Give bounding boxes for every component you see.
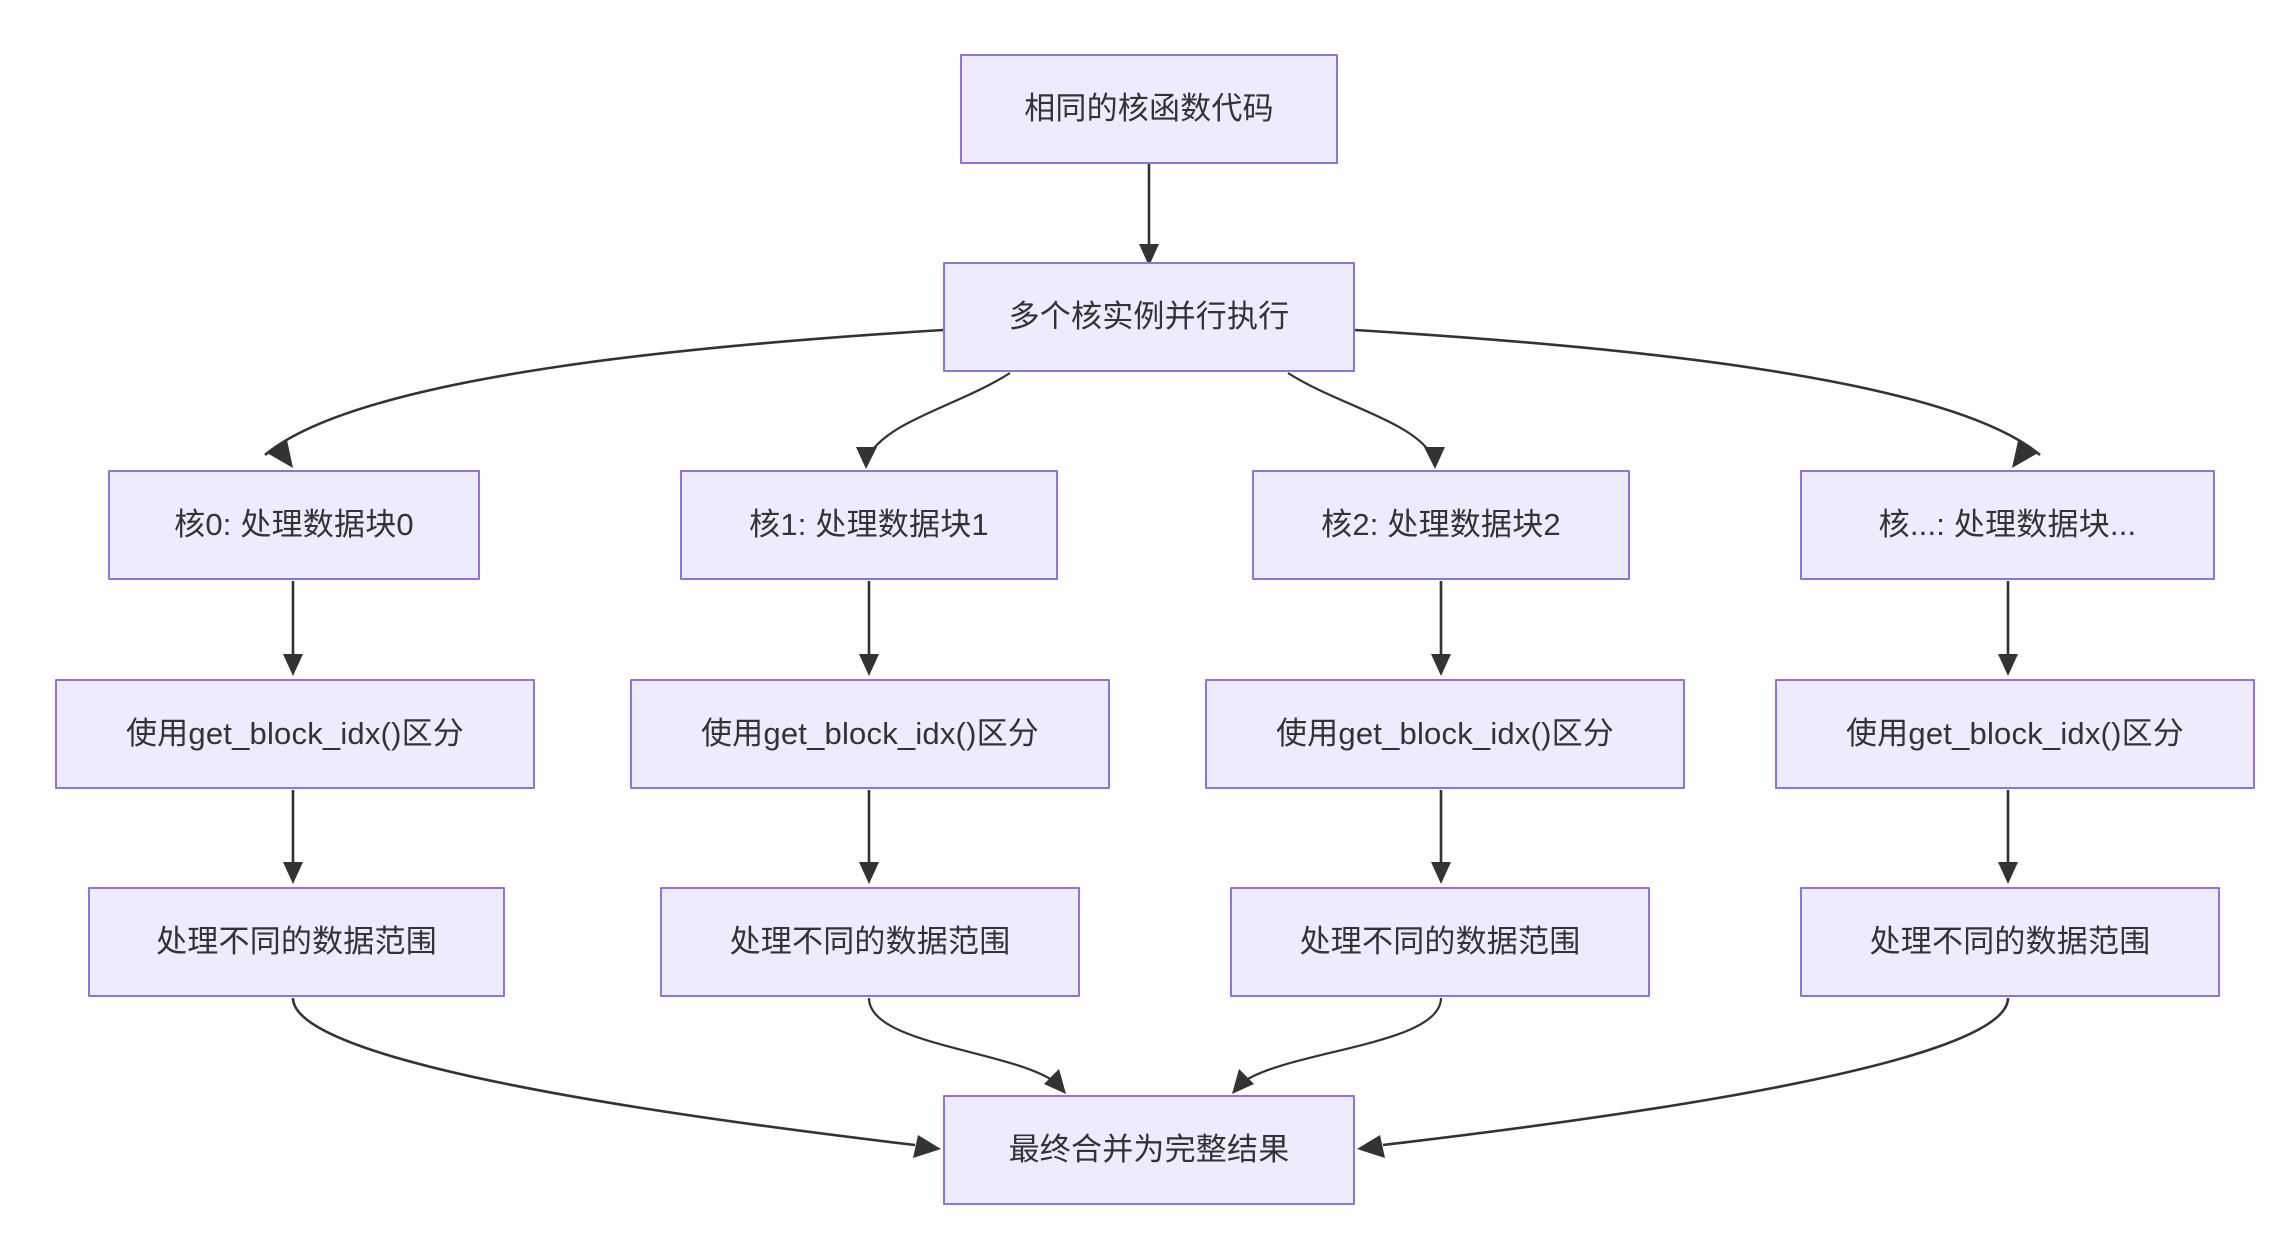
edge-blockidx-1-to-range-1 xyxy=(859,790,879,884)
node-range-1[interactable]: 处理不同的数据范围 xyxy=(660,887,1080,997)
edge-parallel-to-core-2 xyxy=(1287,372,1445,469)
edge-blockidx-0-to-range-0 xyxy=(283,790,303,884)
node-range-0-label: 处理不同的数据范围 xyxy=(156,923,437,959)
node-core-0[interactable]: 核0: 处理数据块0 xyxy=(108,470,480,580)
node-blockidx-1-label: 使用get_block_idx()区分 xyxy=(700,715,1040,751)
edge-range-0-to-merge xyxy=(291,997,941,1158)
edge-core-1-to-blockidx-1 xyxy=(859,581,879,676)
node-range-2[interactable]: 处理不同的数据范围 xyxy=(1230,887,1650,997)
node-core-0-label: 核0: 处理数据块0 xyxy=(174,506,414,542)
node-blockidx-2[interactable]: 使用get_block_idx()区分 xyxy=(1205,679,1685,789)
edge-range-1-to-merge xyxy=(867,997,1066,1094)
edge-parallel-to-core-0 xyxy=(264,328,944,468)
edge-blockidx-3-to-range-3 xyxy=(1998,790,2018,884)
node-range-2-label: 处理不同的数据范围 xyxy=(1299,923,1581,959)
node-blockidx-2-label: 使用get_block_idx()区分 xyxy=(1275,715,1615,751)
node-merge[interactable]: 最终合并为完整结果 xyxy=(943,1095,1355,1205)
node-parallel-execution-label: 多个核实例并行执行 xyxy=(1008,298,1290,334)
node-core-1[interactable]: 核1: 处理数据块1 xyxy=(680,470,1058,580)
edge-core-2-to-blockidx-2 xyxy=(1431,581,1451,676)
edge-blockidx-2-to-range-2 xyxy=(1431,790,1451,884)
edge-core-0-to-blockidx-0 xyxy=(283,581,303,676)
edge-source-to-parallel xyxy=(1139,164,1159,266)
edge-range-2-to-merge xyxy=(1232,997,1443,1094)
node-blockidx-1[interactable]: 使用get_block_idx()区分 xyxy=(630,679,1110,789)
node-range-3[interactable]: 处理不同的数据范围 xyxy=(1800,887,2220,997)
edge-parallel-to-core-1 xyxy=(856,372,1011,469)
node-core-2[interactable]: 核2: 处理数据块2 xyxy=(1252,470,1630,580)
node-core-3-label: 核...: 处理数据块... xyxy=(1878,506,2137,542)
node-range-1-label: 处理不同的数据范围 xyxy=(729,923,1011,959)
edge-range-3-to-merge xyxy=(1357,997,2010,1158)
node-core-2-label: 核2: 处理数据块2 xyxy=(1321,506,1561,542)
node-range-3-label: 处理不同的数据范围 xyxy=(1869,923,2151,959)
node-merge-label: 最终合并为完整结果 xyxy=(1008,1131,1290,1167)
node-source[interactable]: 相同的核函数代码 xyxy=(960,54,1338,164)
node-core-1-label: 核1: 处理数据块1 xyxy=(749,506,989,542)
node-blockidx-3-label: 使用get_block_idx()区分 xyxy=(1845,715,2185,751)
node-blockidx-3[interactable]: 使用get_block_idx()区分 xyxy=(1775,679,2255,789)
node-core-3[interactable]: 核...: 处理数据块... xyxy=(1800,470,2215,580)
node-parallel-execution[interactable]: 多个核实例并行执行 xyxy=(943,262,1355,372)
node-blockidx-0-label: 使用get_block_idx()区分 xyxy=(125,715,465,751)
node-blockidx-0[interactable]: 使用get_block_idx()区分 xyxy=(55,679,535,789)
node-range-0[interactable]: 处理不同的数据范围 xyxy=(88,887,505,997)
edge-parallel-to-core-3 xyxy=(1354,328,2041,468)
node-source-label: 相同的核函数代码 xyxy=(1024,90,1274,126)
edge-core-3-to-blockidx-3 xyxy=(1998,581,2018,676)
